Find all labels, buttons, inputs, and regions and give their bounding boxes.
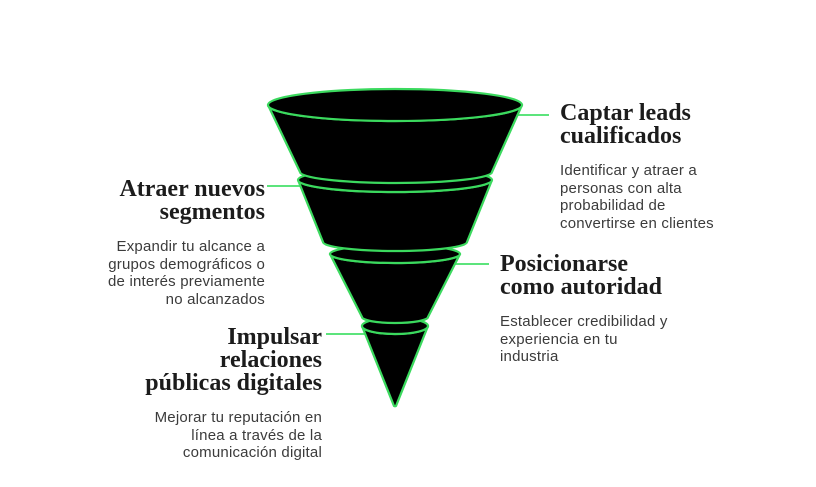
label-captar-leads: Captar leads cualificados Identificar y …	[560, 100, 775, 232]
label-impulsar-relaciones: Impulsar relaciones públicas digitales M…	[122, 324, 322, 462]
funnel-segment-4-body	[360, 324, 430, 408]
label-atraer-segmentos: Atraer nuevos segmentos Expandir tu alca…	[65, 176, 265, 308]
heading-posicionarse-autoridad: Posicionarse como autoridad	[500, 251, 662, 300]
funnel-segment-1-rim	[266, 87, 524, 123]
heading-impulsar-relaciones: Impulsar relaciones públicas digitales	[145, 324, 322, 396]
description-impulsar-relaciones: Mejorar tu reputación en línea a través …	[154, 409, 322, 461]
label-posicionarse-autoridad: Posicionarse como autoridad Establecer c…	[500, 251, 730, 366]
description-atraer-segmentos: Expandir tu alcance a grupos demográfico…	[108, 238, 265, 308]
description-captar-leads: Identificar y atraer a personas con alta…	[560, 162, 714, 232]
heading-atraer-segmentos: Atraer nuevos segmentos	[119, 176, 265, 225]
heading-captar-leads: Captar leads cualificados	[560, 100, 691, 149]
description-posicionarse-autoridad: Establecer credibilidad y experiencia en…	[500, 313, 668, 365]
funnel-segment-3-body	[328, 252, 462, 325]
